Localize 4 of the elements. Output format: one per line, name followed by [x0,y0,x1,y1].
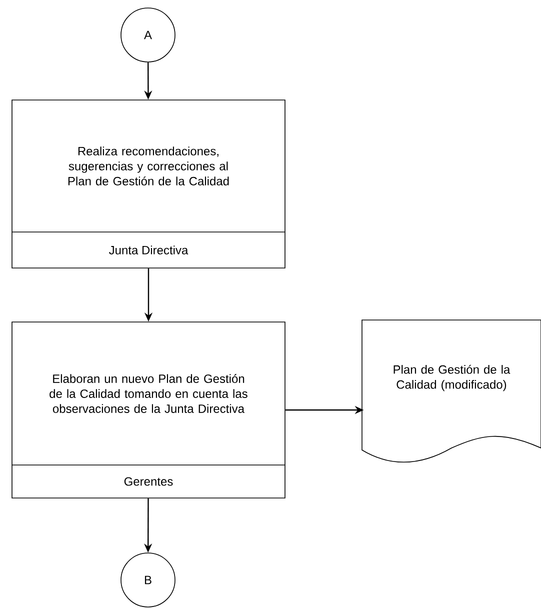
task-text: Elaboran un nuevo Plan de Gestión de la Calidad tomando en cuenta las observaciones de la Junta Directiva [50,374,248,413]
role-label: Gerentes [124,477,173,486]
task-text: Realiza recomendaciones, sugerencias y correcciones al Plan de Gestión de la Calidad [68,146,229,186]
role-label: Junta Directiva [109,246,188,254]
